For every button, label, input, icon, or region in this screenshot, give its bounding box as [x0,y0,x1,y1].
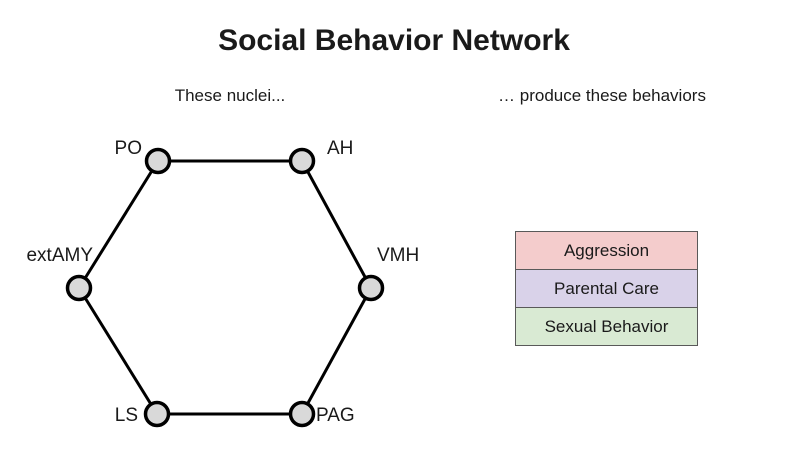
node-label-ls: LS [115,405,138,426]
node-extamy [65,274,93,302]
behavior-box-sexual-behavior: Sexual Behavior [515,307,698,346]
node-label-ah: AH [327,138,353,159]
behavior-legend: Aggression Parental Care Sexual Behavior [515,231,698,346]
behavior-label-aggression: Aggression [563,240,650,260]
edge-ah-vmh [300,159,373,290]
edge-vmh-pag [300,286,373,416]
node-vmh [357,274,385,302]
node-ls [143,400,171,428]
behavior-label-sexual-behavior: Sexual Behavior [544,316,669,336]
node-pag [288,400,316,428]
subtitle-nuclei: These nuclei... [174,86,286,105]
node-label-vmh: VMH [377,245,419,266]
node-label-pag: PAG [316,405,355,426]
page-title: Social Behavior Network [218,24,570,57]
network-diagram: PO AH VMH PAG LS extAMY [26,138,419,428]
node-po [144,147,172,175]
edge-extamy-po [77,159,160,290]
behavior-box-parental-care: Parental Care [515,269,698,308]
behavior-label-parental-care: Parental Care [554,278,659,298]
node-ah [288,147,316,175]
edge-ls-extamy [77,286,159,416]
node-label-po: PO [115,138,142,159]
subtitle-behaviors: … produce these behaviors [498,86,706,105]
behavior-box-aggression: Aggression [515,231,698,270]
node-label-extamy: extAMY [26,245,93,266]
